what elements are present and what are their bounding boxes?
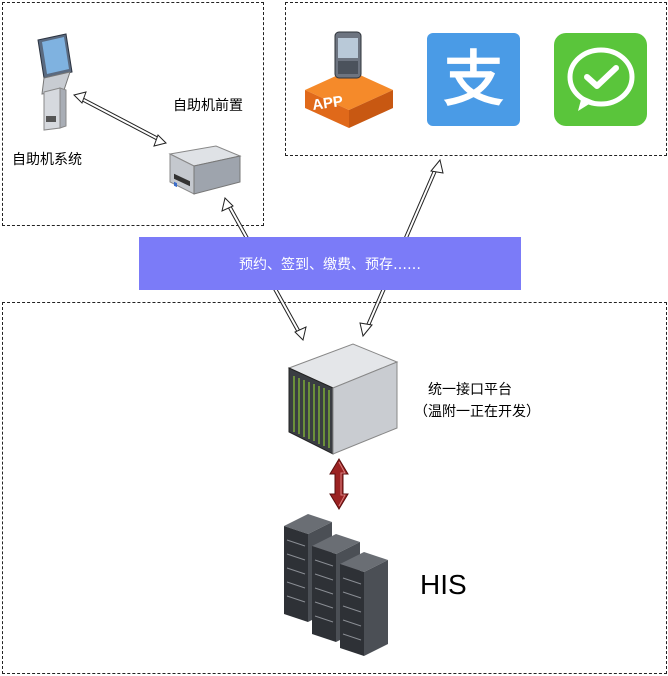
alipay-glyph: 支 bbox=[443, 44, 504, 115]
server-box-icon bbox=[168, 145, 242, 195]
alipay-icon: 支 bbox=[427, 33, 520, 126]
services-banner-text: 预约、签到、缴费、预存…… bbox=[239, 256, 421, 273]
platform-label-line1: 统一接口平台 bbox=[428, 382, 512, 398]
platform-label-line2: （温附一正在开发） bbox=[414, 404, 540, 420]
mobile-channels-box bbox=[285, 2, 667, 156]
his-label: HIS bbox=[420, 569, 467, 600]
platform-his-arrow bbox=[329, 458, 349, 510]
kiosk-terminal-icon bbox=[37, 33, 73, 131]
app-badge-text: APP bbox=[311, 93, 344, 114]
mobile-app-icon: APP bbox=[305, 31, 393, 128]
kiosk-frontend-label: 自助机前置 bbox=[173, 98, 243, 114]
kiosk-system-label: 自助机系统 bbox=[12, 152, 82, 168]
wechat-bubble-icon bbox=[567, 47, 635, 111]
kiosk-group-box bbox=[2, 2, 264, 226]
server-rack-icon bbox=[284, 514, 388, 656]
backend-group-box bbox=[2, 302, 667, 674]
wechat-icon bbox=[554, 33, 647, 126]
services-banner: 预约、签到、缴费、预存…… bbox=[139, 237, 521, 290]
blade-server-icon bbox=[287, 343, 399, 455]
